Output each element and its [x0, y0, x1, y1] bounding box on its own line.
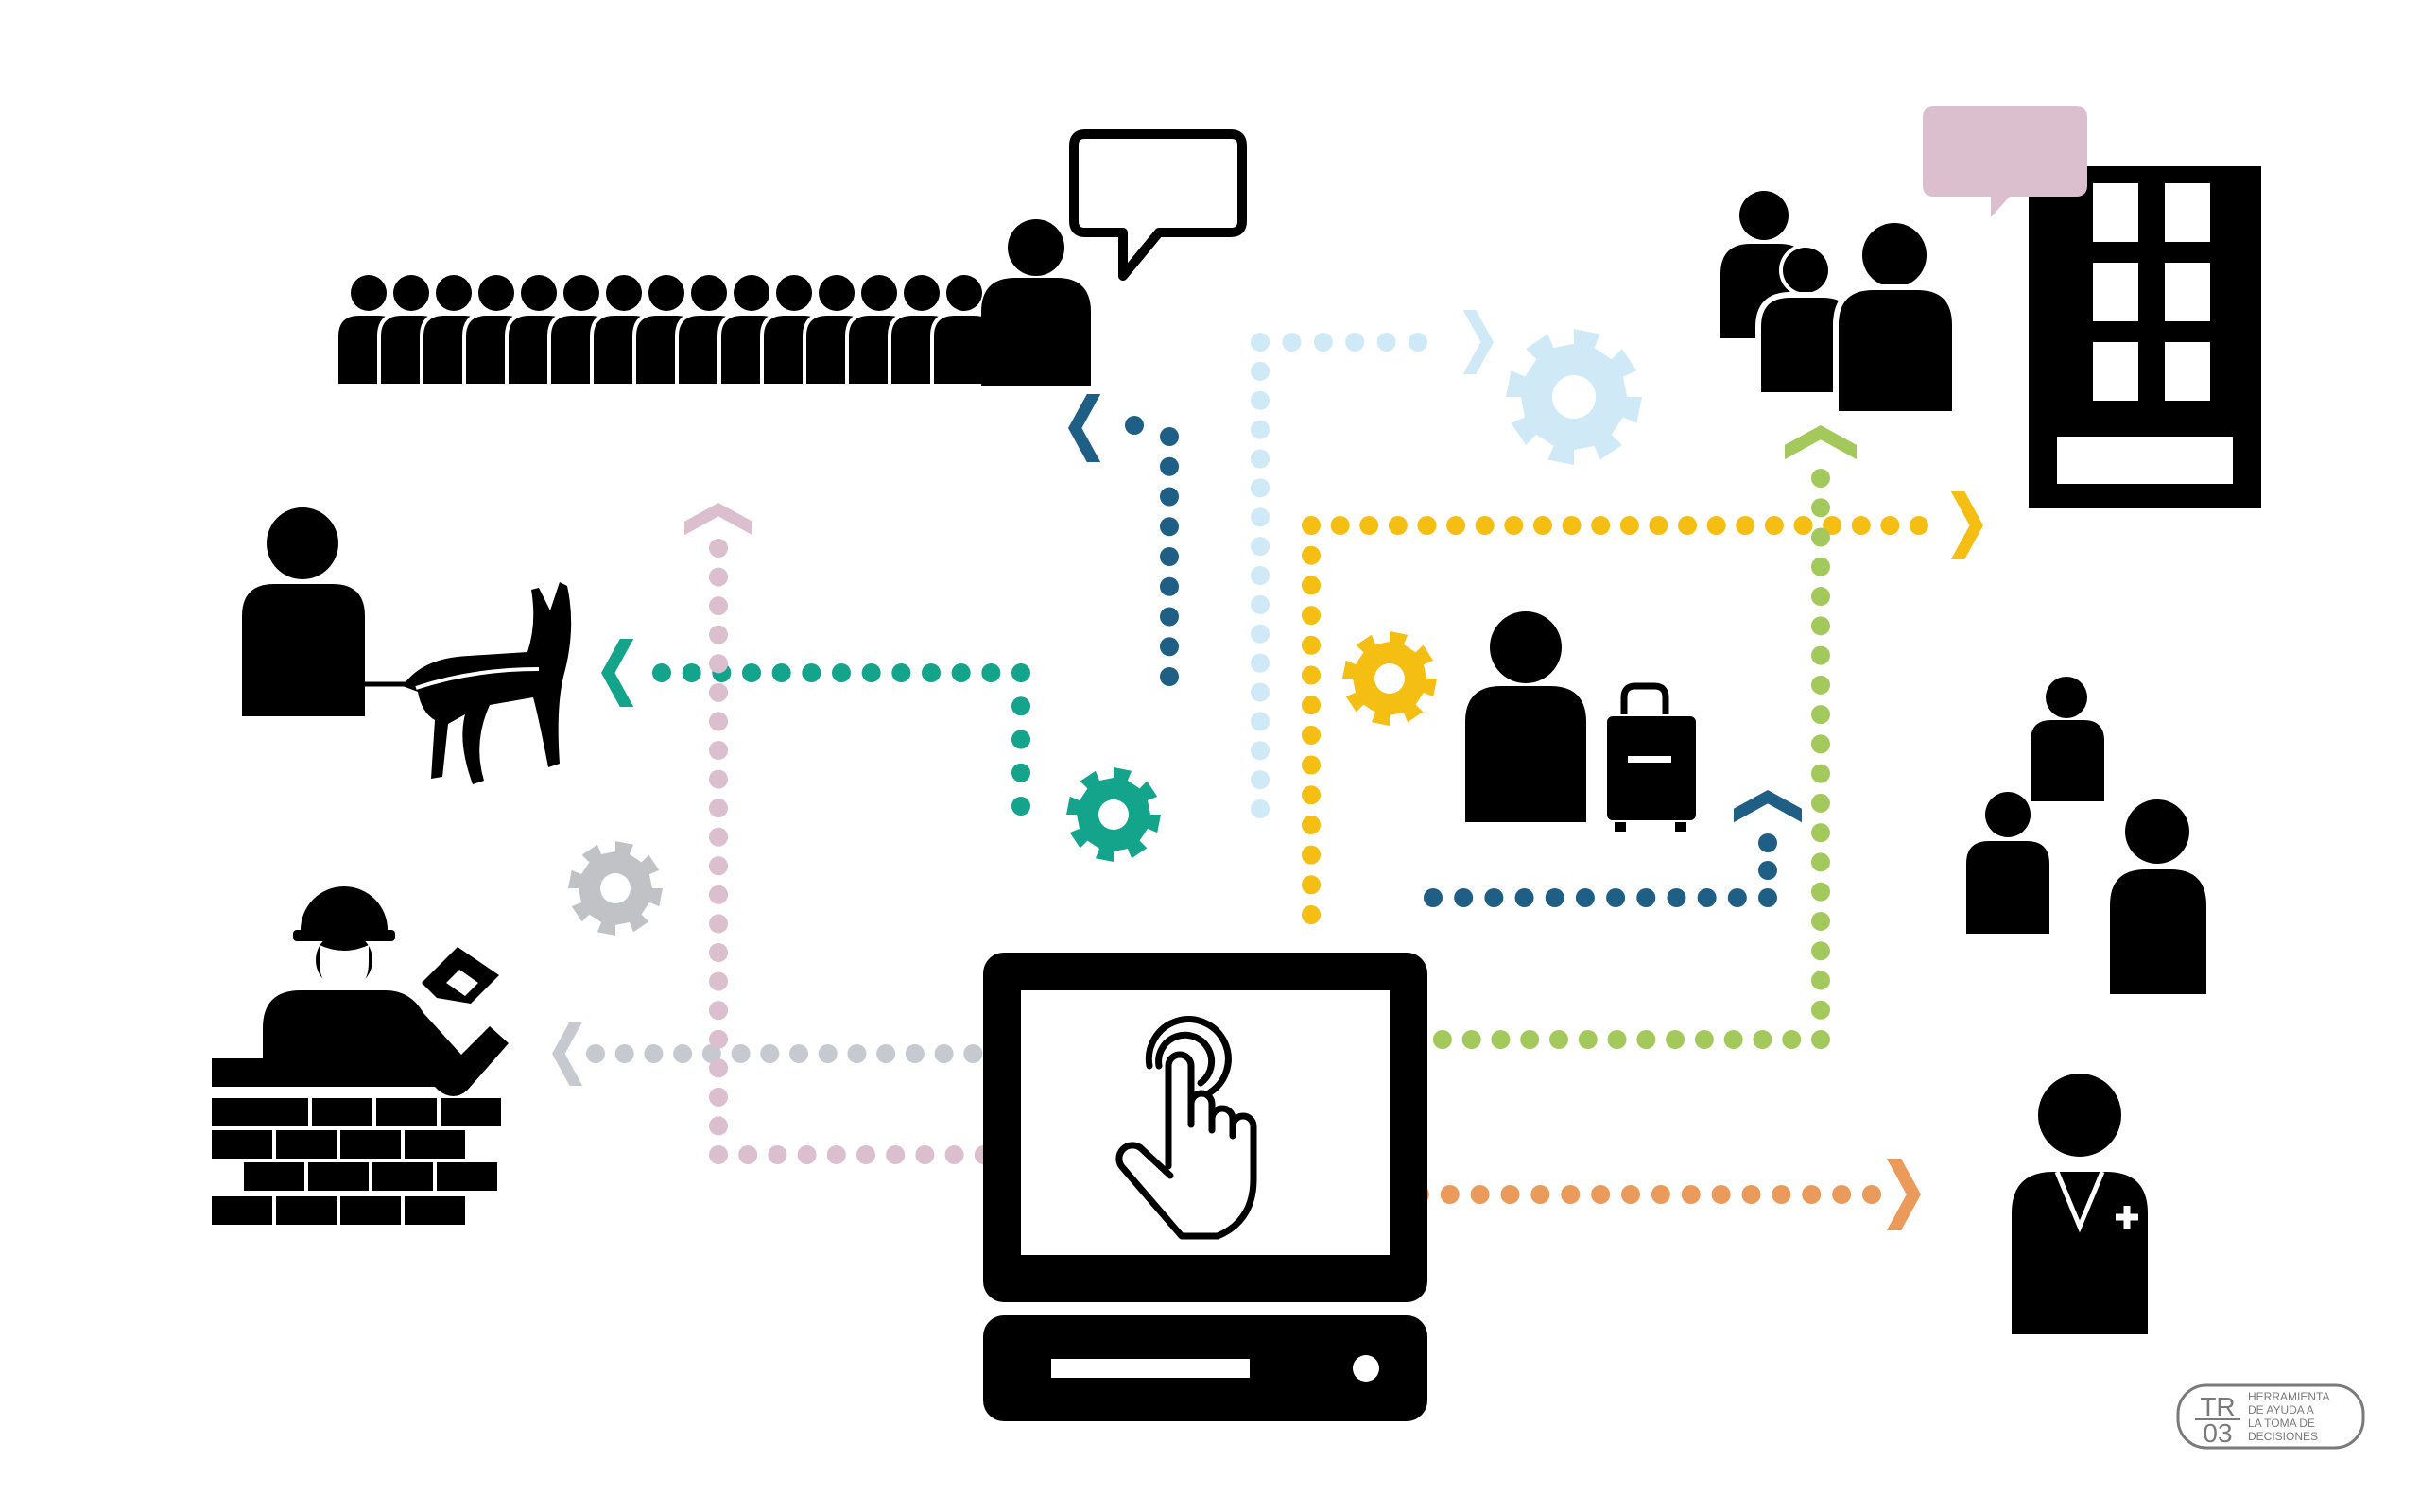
connector-orange: [1380, 1185, 1881, 1204]
gear-yellow-icon: [1342, 631, 1437, 726]
connector-grey: [586, 1044, 1011, 1063]
gear-light-blue-icon: [1506, 329, 1642, 465]
brick: [276, 1196, 337, 1225]
brick: [340, 1130, 401, 1159]
touch-hand-icon: [1115, 1016, 1257, 1240]
gear-teal-icon: [1066, 767, 1161, 862]
brick: [212, 1130, 272, 1159]
brick: [276, 1130, 337, 1159]
building-window: [2093, 263, 2138, 321]
connector-teal: [652, 663, 1030, 816]
connector-navy-upper: [1125, 416, 1179, 686]
connector-paths: [552, 310, 1983, 1230]
building-window: [2093, 183, 2138, 242]
arrow-navy-upper-icon: [1068, 394, 1101, 462]
security-guard-dog-icon: [242, 507, 572, 784]
arrow-orange-icon: [1886, 1159, 1921, 1230]
speech-bubble-icon: [1069, 129, 1247, 281]
building-windows: [2093, 183, 2210, 401]
traveler-luggage-icon: [1465, 611, 1696, 832]
gear-grey-icon: [568, 841, 663, 936]
brick: [405, 1130, 465, 1159]
connector-pink: [709, 539, 1023, 1164]
connector-yellow: [1302, 516, 1928, 924]
brick: [441, 1098, 501, 1126]
arrow-light-blue-icon: [1462, 310, 1494, 374]
brick: [308, 1162, 369, 1191]
arrow-teal-icon: [601, 639, 634, 707]
badge-code-bottom: 03: [2203, 1418, 2232, 1448]
construction-worker-wall-icon: [212, 886, 509, 1225]
badge-line-3: LA TOMA DE: [2248, 1417, 2315, 1430]
badge-code-top: TR: [2200, 1392, 2235, 1421]
arrow-navy-lower-icon: [1734, 790, 1802, 823]
doctor-icon: [2012, 1074, 2148, 1334]
brick: [212, 1196, 272, 1225]
brick: [312, 1098, 372, 1126]
logo-badge: TR 03 HERRAMIENTA DE AYUDA A LA TOMA DE …: [2176, 1383, 2365, 1450]
brick: [340, 1196, 401, 1225]
arrow-green-icon: [1785, 425, 1857, 460]
brick: [405, 1196, 465, 1225]
building-window: [2093, 342, 2138, 401]
connector-navy-lower: [1424, 833, 1777, 907]
group-people-icon: [1966, 677, 2206, 994]
brick-wall: [212, 1058, 501, 1225]
building-window: [2165, 342, 2210, 401]
brick: [408, 1058, 469, 1087]
brick: [248, 1098, 308, 1126]
crowd-row: [335, 275, 998, 387]
speech-bubble-pink-icon: [1923, 106, 2087, 217]
crowd-speaker-icon: [335, 129, 1247, 387]
badge-line-4: DECISIONES: [2248, 1430, 2318, 1443]
arrow-pink-icon: [684, 503, 752, 536]
brick: [437, 1162, 497, 1191]
connector-light-blue: [1251, 333, 1427, 818]
arrow-yellow-icon: [1950, 491, 1983, 559]
brick: [244, 1162, 304, 1191]
building-window: [2165, 263, 2210, 321]
badge-line-2: DE AYUDA A: [2248, 1403, 2314, 1417]
building-window: [2165, 183, 2210, 242]
gears: [568, 329, 1642, 936]
brick: [376, 1098, 437, 1126]
people-building-icon: [1720, 106, 2261, 508]
badge-line-1: HERRAMIENTA: [2248, 1390, 2329, 1403]
brick: [285, 1058, 346, 1087]
brick: [212, 1058, 272, 1087]
computer-touch-icon: [983, 953, 1427, 1421]
brick: [372, 1162, 433, 1191]
arrow-grey-icon: [552, 1022, 583, 1086]
